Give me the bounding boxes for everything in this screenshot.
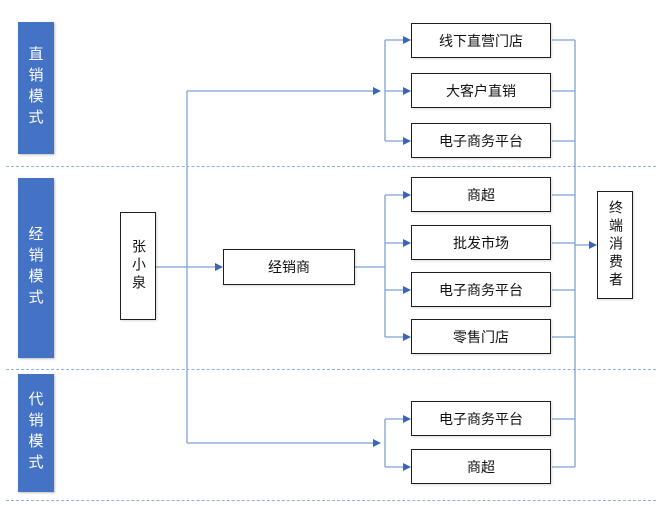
channel-node: 线下直营门店 <box>411 23 551 58</box>
channel-node: 电子商务平台 <box>411 272 551 307</box>
distributor-node: 经销商 <box>223 249 355 285</box>
band-distributor-sales: 经销模式 <box>18 178 54 358</box>
channel-node: 商超 <box>411 449 551 484</box>
channel-node: 零售门店 <box>411 319 551 354</box>
channel-node: 商超 <box>411 177 551 212</box>
separator-line <box>6 166 656 167</box>
channel-node: 电子商务平台 <box>411 123 551 158</box>
channel-node: 批发市场 <box>411 225 551 260</box>
band-direct-sales: 直销模式 <box>18 22 54 154</box>
separator-line <box>6 369 656 370</box>
band-consignment-sales: 代销模式 <box>18 374 54 492</box>
channel-node: 大客户直销 <box>411 73 551 108</box>
source-node: 张小泉 <box>120 212 156 320</box>
consumer-node: 终端消费者 <box>597 191 633 299</box>
channel-node: 电子商务平台 <box>411 401 551 436</box>
separator-line <box>6 500 656 501</box>
